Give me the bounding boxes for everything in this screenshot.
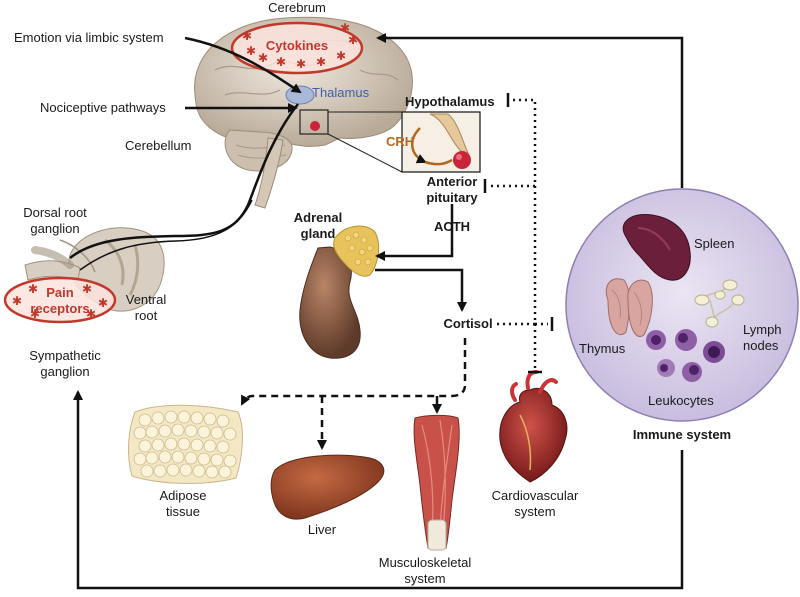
svg-text:✱: ✱ bbox=[28, 282, 38, 296]
pathway-arrows bbox=[69, 33, 684, 590]
leukocytes-illustration bbox=[646, 329, 725, 382]
svg-text:✱: ✱ bbox=[82, 282, 92, 296]
svg-text:✱: ✱ bbox=[340, 21, 350, 35]
immune-system-label: Immune system bbox=[633, 427, 731, 442]
spleen-label: Spleen bbox=[694, 236, 734, 251]
hypothalamus-label: Hypothalamus bbox=[405, 94, 495, 109]
cytokines-label: Cytokines bbox=[266, 38, 328, 53]
svg-text:✱: ✱ bbox=[242, 29, 252, 43]
cerebrum-label: Cerebrum bbox=[268, 0, 326, 15]
nociceptive-label: Nociceptive pathways bbox=[40, 100, 166, 115]
immune-system-circle: Spleen Lymph nodes Thymus Leukocytes bbox=[565, 188, 799, 422]
lymph-label: Lymph bbox=[743, 322, 782, 337]
cerebellum-label: Cerebellum bbox=[125, 138, 191, 153]
svg-text:✱: ✱ bbox=[276, 55, 286, 69]
liver-label: Liver bbox=[308, 522, 337, 537]
ventral-root-label: root bbox=[135, 308, 158, 323]
sympathetic-ganglion-label: ganglion bbox=[40, 364, 89, 379]
anterior-label: Anterior bbox=[427, 174, 478, 189]
svg-text:✱: ✱ bbox=[246, 44, 256, 58]
tissue-label: tissue bbox=[166, 504, 200, 519]
dorsal-root-label: Dorsal root bbox=[23, 205, 87, 220]
leukocytes-label: Leukocytes bbox=[648, 393, 714, 408]
musculoskeletal-illustration bbox=[413, 414, 460, 551]
cardiovascular-label: Cardiovascular bbox=[492, 488, 579, 503]
nodes-label: nodes bbox=[743, 338, 779, 353]
svg-text:✱: ✱ bbox=[12, 294, 22, 308]
adipose-tissue-illustration bbox=[127, 404, 243, 484]
ventral-label: Ventral bbox=[126, 292, 167, 307]
svg-text:✱: ✱ bbox=[348, 33, 358, 47]
adrenal-label: Adrenal bbox=[294, 210, 342, 225]
svg-text:✱: ✱ bbox=[86, 307, 96, 321]
cytokines-cloud: ✱✱✱ ✱✱✱ ✱✱✱ Cytokines bbox=[230, 21, 364, 75]
adipose-label: Adipose bbox=[160, 488, 207, 503]
thymus-illustration bbox=[605, 278, 653, 338]
pituitary-label: pituitary bbox=[426, 190, 478, 205]
heart-illustration bbox=[499, 370, 568, 483]
svg-text:✱: ✱ bbox=[316, 55, 326, 69]
sympathetic-label: Sympathetic bbox=[29, 348, 101, 363]
gland-label: gland bbox=[301, 226, 336, 241]
cortisol-outputs bbox=[240, 338, 467, 450]
cortisol-label: Cortisol bbox=[443, 316, 492, 331]
lymph-nodes-illustration bbox=[694, 279, 745, 328]
adrenal-kidney-illustration bbox=[299, 225, 380, 359]
receptors-label: receptors bbox=[30, 301, 89, 316]
svg-text:✱: ✱ bbox=[30, 307, 40, 321]
thalamus-label: Thalamus bbox=[312, 85, 370, 100]
dorsal-ganglion-label: ganglion bbox=[30, 221, 79, 236]
pituitary-inset: CRH bbox=[386, 111, 481, 173]
musculo-system-label: system bbox=[404, 571, 445, 586]
svg-text:✱: ✱ bbox=[98, 296, 108, 310]
inhibitory-feedback bbox=[488, 98, 548, 368]
thymus-label: Thymus bbox=[579, 341, 626, 356]
inhibitory-bars bbox=[483, 93, 554, 374]
liver-illustration bbox=[270, 454, 385, 520]
spleen-illustration bbox=[622, 213, 691, 281]
emotion-label: Emotion via limbic system bbox=[14, 30, 164, 45]
svg-text:✱: ✱ bbox=[336, 49, 346, 63]
pain-receptors-cloud: ✱✱✱ ✱✱✱ Pain receptors bbox=[3, 276, 117, 324]
musculoskeletal-label: Musculoskeletal bbox=[379, 555, 472, 570]
cardio-system-label: system bbox=[514, 504, 555, 519]
pain-label: Pain bbox=[46, 285, 74, 300]
crh-label: CRH bbox=[386, 134, 414, 149]
svg-text:✱: ✱ bbox=[258, 51, 268, 65]
svg-text:✱: ✱ bbox=[296, 57, 306, 71]
acth-label: ACTH bbox=[434, 219, 470, 234]
